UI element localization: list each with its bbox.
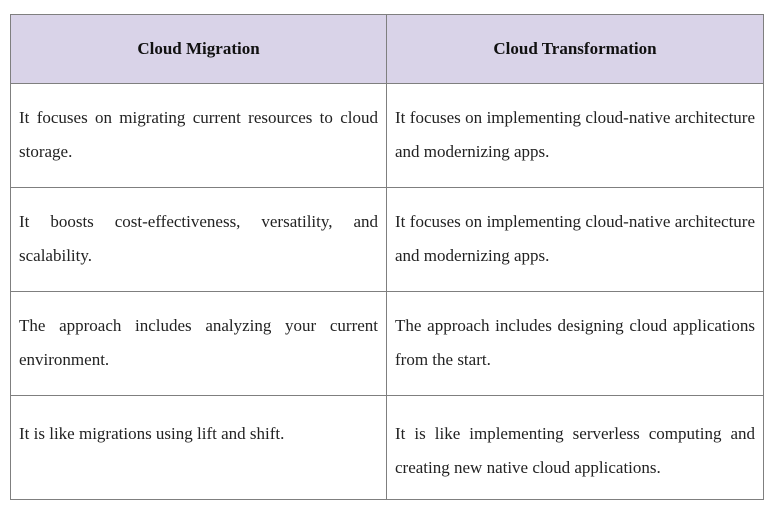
- cell-transformation: It is like implementing serverless compu…: [386, 395, 764, 500]
- table-row: The approach includes analyzing your cur…: [10, 291, 764, 396]
- table-row: It boosts cost-effectiveness, versatilit…: [10, 187, 764, 292]
- header-row: Cloud Migration Cloud Transformation: [10, 14, 764, 84]
- cell-transformation: The approach includes designing cloud ap…: [386, 291, 764, 396]
- cell-transformation: It focuses on implementing cloud-native …: [386, 83, 764, 188]
- comparison-table: Cloud Migration Cloud Transformation It …: [10, 14, 764, 500]
- cell-migration: It focuses on migrating current resource…: [10, 83, 387, 188]
- header-cloud-migration: Cloud Migration: [10, 14, 387, 84]
- table-row: It focuses on migrating current resource…: [10, 83, 764, 188]
- cell-transformation: It focuses on implementing cloud-native …: [386, 187, 764, 292]
- cell-migration: It is like migrations using lift and shi…: [10, 395, 387, 500]
- header-cloud-transformation: Cloud Transformation: [386, 14, 764, 84]
- cell-migration: It boosts cost-effectiveness, versatilit…: [10, 187, 387, 292]
- cell-migration: The approach includes analyzing your cur…: [10, 291, 387, 396]
- table-row: It is like migrations using lift and shi…: [10, 395, 764, 500]
